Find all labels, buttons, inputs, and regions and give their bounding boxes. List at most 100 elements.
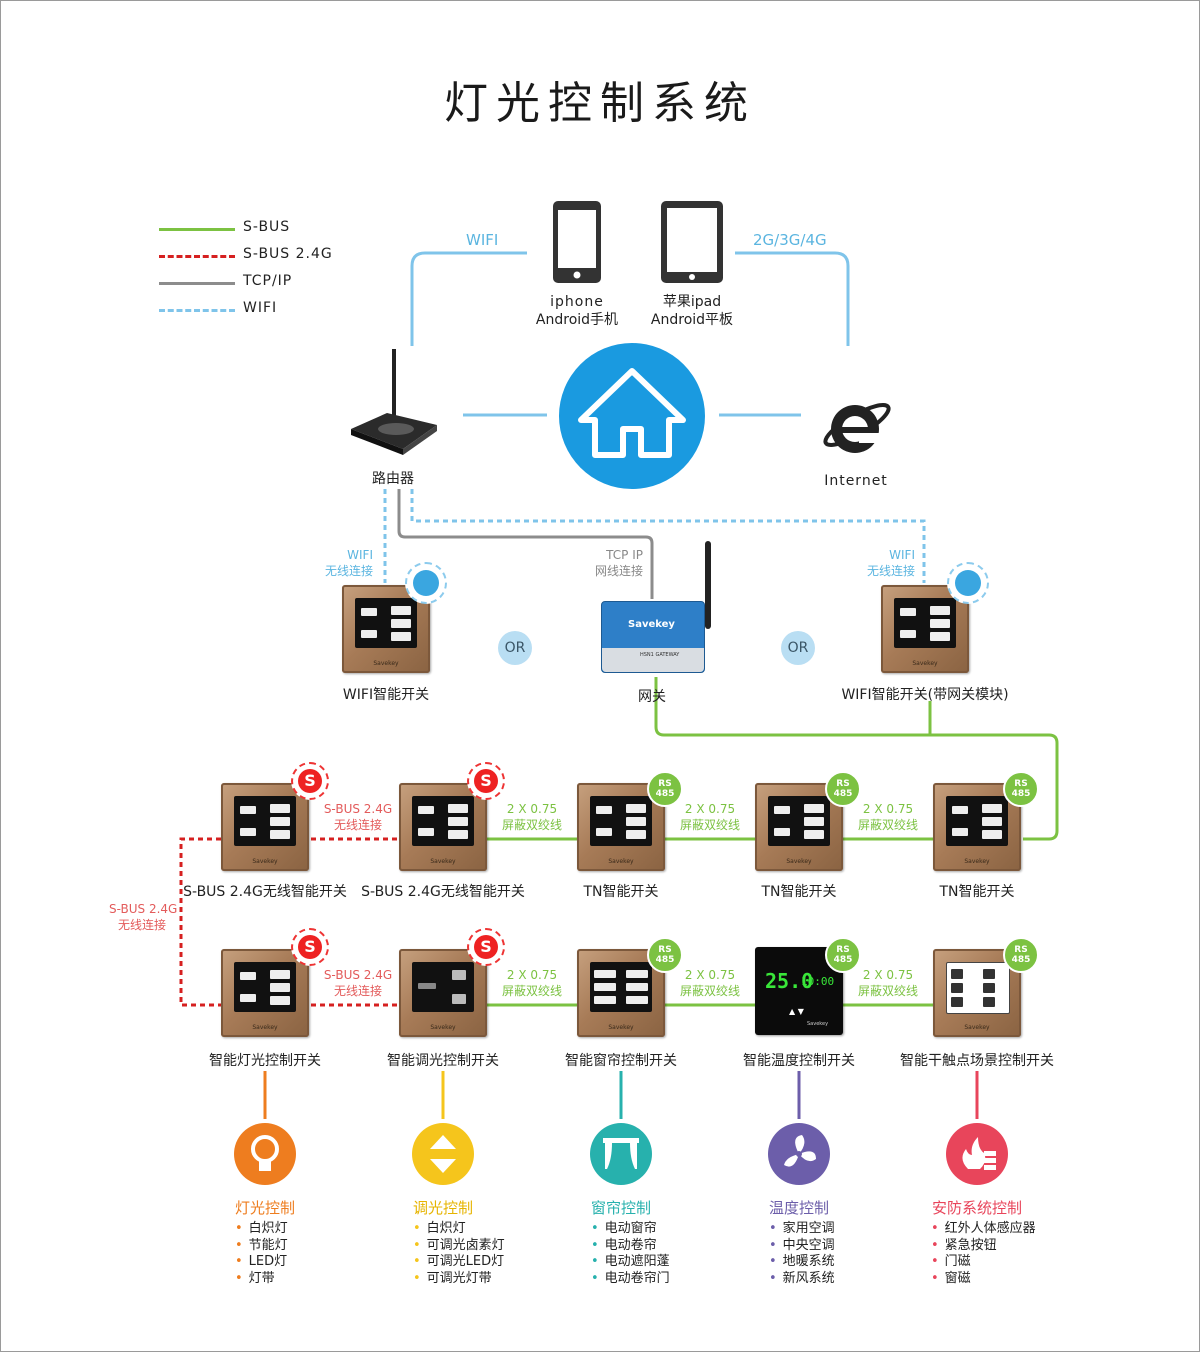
wifi-connect-line2: 无线连接 <box>325 564 374 578</box>
category-list: 电动窗帘 电动卷帘 电动遮阳蓬 电动卷帘门 <box>591 1221 670 1287</box>
house-icon <box>578 368 686 458</box>
category-title: 安防系统控制 <box>931 1199 1022 1217</box>
wire-spec-label: 2 X 0.75 屏蔽双绞线 <box>495 967 569 999</box>
conn-line2: 无线连接 <box>333 984 382 998</box>
switch-screen <box>894 598 956 648</box>
category-security <box>946 1123 1008 1185</box>
list-item: 白炽灯 <box>413 1221 505 1238</box>
wire-line1: 2 X 0.75 <box>862 802 914 816</box>
category-list: 家用空调 中央空调 地暖系统 新风系统 <box>769 1221 835 1287</box>
wire-line2: 屏蔽双绞线 <box>857 984 918 998</box>
legend-swatch <box>159 282 235 285</box>
thermostat-temperature: 25.0 <box>765 969 814 993</box>
wire-line2: 屏蔽双绞线 <box>501 984 562 998</box>
wire-line2: 屏蔽双绞线 <box>501 818 562 832</box>
tcpip-line-router-gateway <box>397 489 654 599</box>
wire-line2: 屏蔽双绞线 <box>679 818 740 832</box>
legend-swatch <box>159 228 235 231</box>
internet-label: Internet <box>824 473 888 489</box>
legend-item: WIFI <box>159 300 359 320</box>
sbus24-badge-icon: S <box>291 762 329 800</box>
phone-caption: iphone Android手机 <box>536 293 618 329</box>
page-title: 灯光控制系统 <box>444 78 756 129</box>
list-item: 可调光卤素灯 <box>413 1238 505 1255</box>
conn-line2: 无线连接 <box>333 818 382 832</box>
category-curtain <box>590 1123 652 1185</box>
device-label: 智能温度控制开关 <box>743 1053 855 1069</box>
gateway-brand: Savekey <box>628 619 675 630</box>
thermostat-arrows: ▲ ▼ <box>789 1007 804 1016</box>
wifi-line-router-phone <box>410 251 527 346</box>
brand-mark: Savekey <box>964 1024 990 1031</box>
wire-line2: 屏蔽双绞线 <box>679 984 740 998</box>
brand-mark: Savekey <box>430 1024 456 1031</box>
wire-line2: 屏蔽双绞线 <box>857 818 918 832</box>
rs485-badge: RS 485 <box>825 771 861 807</box>
legend-label: TCP/IP <box>243 273 293 289</box>
tn-smart-switch: Savekey <box>933 783 1021 871</box>
wire-spec-label: 2 X 0.75 屏蔽双绞线 <box>495 801 569 833</box>
gateway-model: HSN1 GATEWAY <box>640 652 680 658</box>
wifi-connect-label-right: WIFI 无线连接 <box>867 547 915 579</box>
category-title: 调光控制 <box>412 1199 473 1217</box>
gateway-body: Savekey HSN1 GATEWAY <box>601 601 705 673</box>
category-list: 白炽灯 可调光卤素灯 可调光LED灯 可调光灯带 <box>413 1221 505 1287</box>
wifi-connect-line1: WIFI <box>889 548 915 562</box>
home-hub <box>559 343 705 489</box>
tablet-caption: 苹果ipad Android平板 <box>651 293 733 329</box>
gateway-device: Savekey HSN1 GATEWAY <box>601 541 717 673</box>
or-badge: OR <box>498 631 532 665</box>
category-list: 红外人体感应器 紧急按钮 门磁 窗磁 <box>931 1221 1036 1287</box>
fan-icon <box>784 1135 816 1167</box>
smart-light-switch: Savekey <box>221 949 309 1037</box>
device-label: 智能调光控制开关 <box>387 1053 499 1069</box>
list-item: 窗磁 <box>931 1271 1036 1288</box>
list-item: 白炽灯 <box>235 1221 288 1238</box>
sbus24-wireless-switch: Savekey <box>221 783 309 871</box>
tablet-icon <box>661 201 723 283</box>
legend-label: S-BUS <box>243 219 291 235</box>
smart-dimmer-switch: Savekey <box>399 949 487 1037</box>
category-temperature <box>768 1123 830 1185</box>
rs485-badge: RS 485 <box>1003 937 1039 973</box>
device-label: TN智能开关 <box>583 884 659 900</box>
wifi-badge-icon <box>947 562 989 604</box>
sbus-line-gateway <box>654 677 1059 841</box>
category-dimming <box>412 1123 474 1185</box>
sbus24-badge-icon: S <box>291 928 329 966</box>
thermostat-time: 10:00 <box>801 975 835 988</box>
brand-mark: Savekey <box>964 858 990 865</box>
network-label: 2G/3G/4G <box>753 231 827 249</box>
internet-explorer-icon <box>823 403 891 453</box>
wire-line1: 2 X 0.75 <box>684 968 736 982</box>
side-sbus24-label: S-BUS 2.4G 无线连接 <box>109 901 177 933</box>
wire-line1: 2 X 0.75 <box>862 968 914 982</box>
category-title: 温度控制 <box>768 1199 829 1217</box>
legend-label: WIFI <box>243 300 278 316</box>
tcpip-line1: TCP IP <box>606 548 643 562</box>
or-badge: OR <box>781 631 815 665</box>
wire-spec-label: 2 X 0.75 屏蔽双绞线 <box>673 967 747 999</box>
gateway-label: 网关 <box>638 689 666 705</box>
conn-line1: S-BUS 2.4G <box>323 968 393 982</box>
list-item: 可调光LED灯 <box>413 1254 505 1271</box>
list-item: 电动卷帘门 <box>591 1271 670 1288</box>
wifi-label: WIFI <box>466 231 499 249</box>
wifi-smart-switch: Savekey <box>342 585 430 673</box>
legend-swatch <box>159 309 235 312</box>
brand-mark: Savekey <box>430 858 456 865</box>
antenna <box>705 541 711 629</box>
legend-item: TCP/IP <box>159 273 359 293</box>
brand-mark: Savekey <box>373 660 399 667</box>
legend-label: S-BUS 2.4G <box>243 246 333 262</box>
list-item: 电动窗帘 <box>591 1221 670 1238</box>
list-item: 地暖系统 <box>769 1254 835 1271</box>
phone-label: iphone <box>550 294 604 310</box>
tcpip-label: TCP IP 网线连接 <box>595 547 643 579</box>
list-item: 电动遮阳蓬 <box>591 1254 670 1271</box>
list-item: 家用空调 <box>769 1221 835 1238</box>
brand-mark: Savekey <box>608 858 634 865</box>
wifi-switch-gw-label: WIFI智能开关(带网关模块) <box>841 687 1009 703</box>
legend-item: S-BUS 2.4G <box>159 246 359 266</box>
